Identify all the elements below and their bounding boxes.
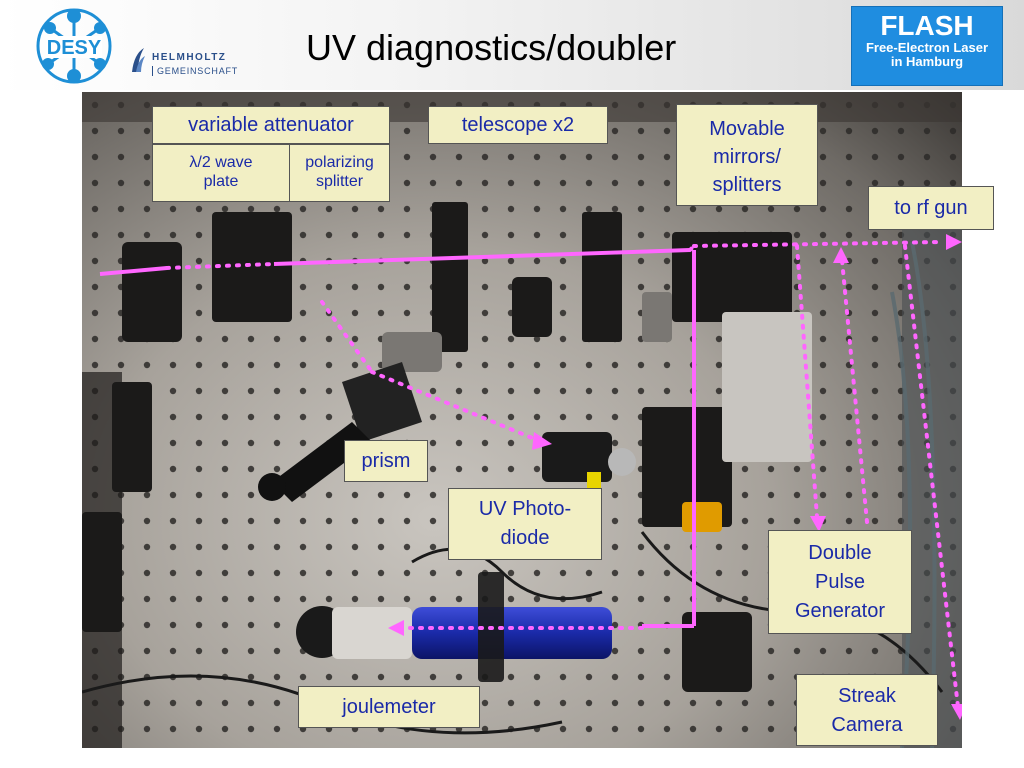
uv-photodiode-line2: diode — [500, 527, 550, 549]
double-pulse-line2: Pulse — [814, 571, 866, 593]
desy-logo-icon: DESY — [30, 6, 126, 86]
streak-camera-label: Streak Camera — [796, 674, 938, 746]
movable-mirrors-line1: Movable — [709, 118, 785, 140]
movable-mirrors-label: Movable mirrors/ splitters — [676, 104, 818, 206]
optical-table-photo — [82, 92, 962, 748]
polarizing-splitter-line1: polarizing — [305, 154, 374, 171]
to-rf-gun-label: to rf gun — [868, 186, 994, 230]
desy-logo-text: DESY — [47, 37, 102, 59]
prism-text: prism — [361, 450, 411, 472]
movable-mirrors-line3: splitters — [712, 174, 782, 196]
uv-photodiode-line1: UV Photo- — [478, 498, 572, 520]
telescope-text: telescope x2 — [461, 114, 575, 136]
to-rf-gun-text: to rf gun — [894, 197, 968, 219]
double-pulse-generator-label: Double Pulse Generator — [768, 530, 912, 634]
half-wave-plate-line1: λ/2 wave — [189, 154, 253, 171]
flash-title: FLASH — [880, 10, 974, 41]
streak-camera-line2: Camera — [831, 714, 903, 736]
telescope-label: telescope x2 — [428, 106, 608, 144]
flash-sub-line1: Free-Electron Laser — [865, 40, 989, 55]
streak-camera-line1: Streak — [838, 685, 896, 707]
helmholtz-bottom-text: GEMEINSCHAFT — [152, 66, 238, 76]
flash-sub-line2: in Hamburg — [890, 54, 964, 69]
variable-attenuator-text: variable attenuator — [188, 114, 354, 136]
movable-mirrors-line2: mirrors/ — [713, 146, 781, 168]
double-pulse-line1: Double — [808, 542, 872, 564]
helmholtz-mark-icon — [132, 48, 145, 72]
half-wave-plate-label: λ/2 wave plate — [152, 144, 290, 202]
helmholtz-top-text: HELMHOLTZ — [152, 52, 227, 63]
polarizing-splitter-label: polarizing splitter — [289, 144, 390, 202]
page-title: UV diagnostics/doubler — [306, 27, 677, 68]
flash-badge: FLASH Free-Electron Laser in Hamburg — [851, 6, 1003, 86]
polarizing-splitter-line2: splitter — [315, 173, 364, 190]
joulemeter-label: joulemeter — [298, 686, 480, 728]
prism-label: prism — [344, 440, 428, 482]
half-wave-plate-line2: plate — [203, 173, 239, 190]
uv-photodiode-label: UV Photo- diode — [448, 488, 602, 560]
double-pulse-line3: Generator — [794, 600, 886, 622]
helmholtz-logo: HELMHOLTZ GEMEINSCHAFT — [130, 44, 248, 84]
variable-attenuator-label: variable attenuator — [152, 106, 390, 144]
joulemeter-text: joulemeter — [342, 696, 436, 718]
